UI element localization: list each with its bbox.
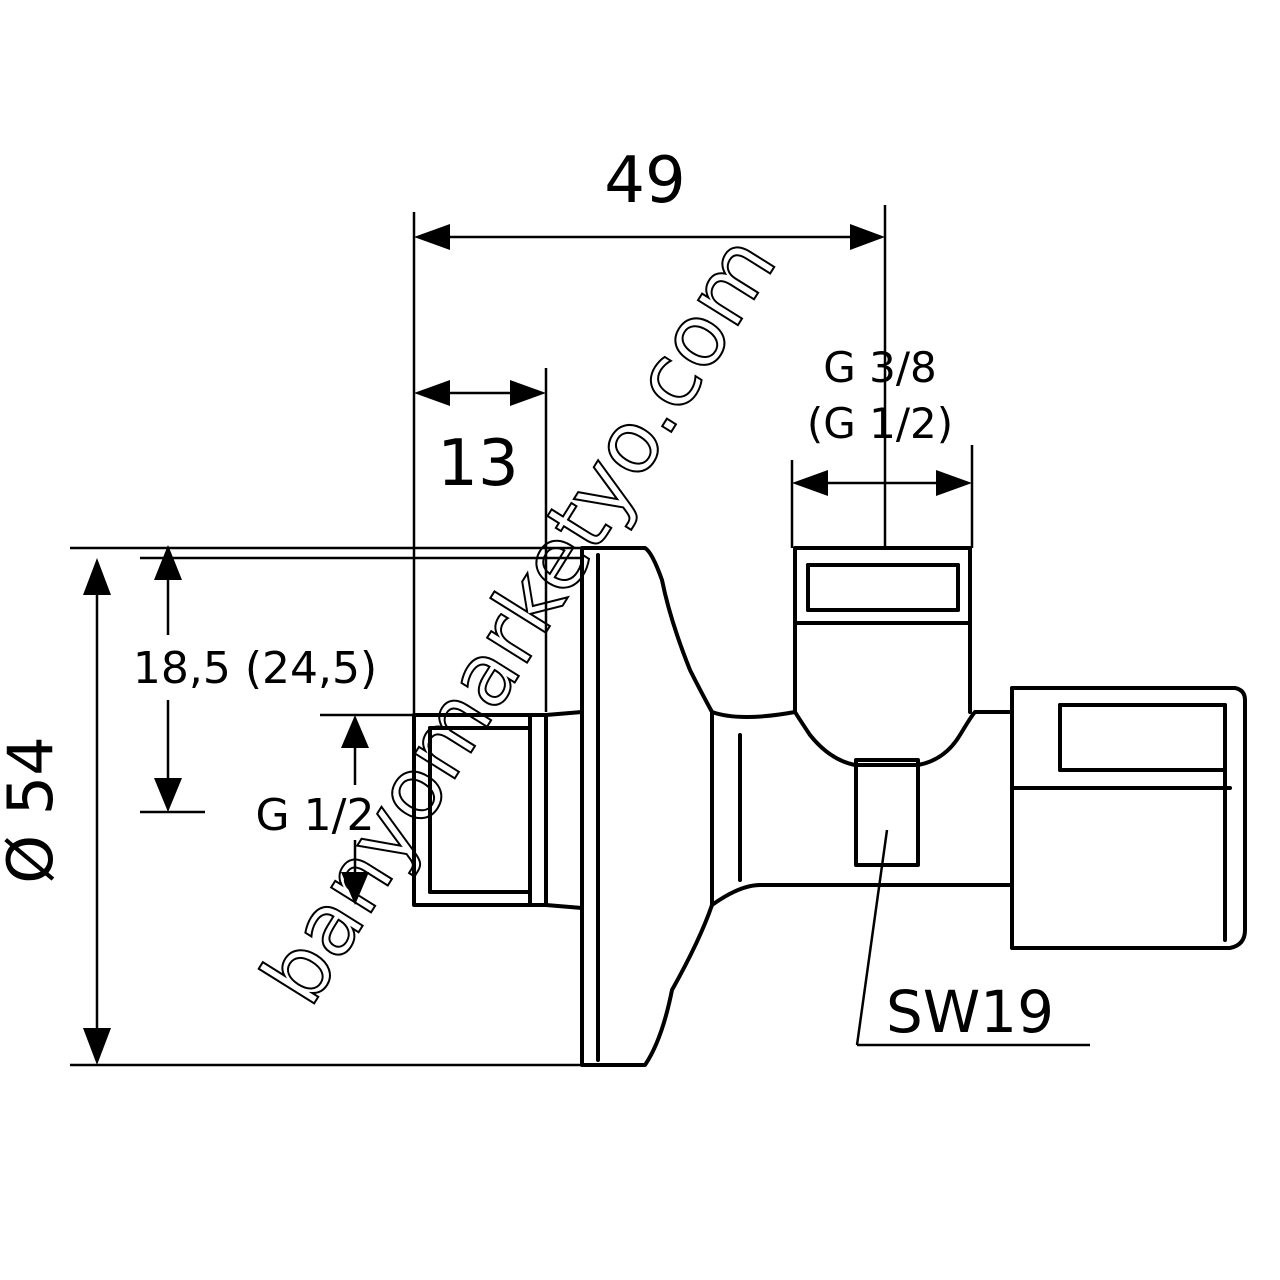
rosette bbox=[580, 546, 714, 1067]
dimension-13 bbox=[414, 380, 546, 406]
outlet-thread bbox=[793, 546, 972, 714]
label-outlet-thread: G 3/8 bbox=[823, 343, 937, 392]
label-wrench-size: SW19 bbox=[886, 978, 1054, 1046]
inlet-thread bbox=[412, 710, 584, 910]
valve-body bbox=[710, 623, 1014, 907]
label-inlet-length: 13 bbox=[437, 427, 518, 501]
dimension-inlet bbox=[341, 715, 369, 905]
label-inlet-thread: G 1/2 bbox=[256, 790, 375, 841]
dimension-49 bbox=[414, 224, 885, 250]
label-rosette-diameter: Ø 54 bbox=[0, 736, 67, 883]
wrench-leader bbox=[855, 829, 1090, 1047]
label-depth: 18,5 (24,5) bbox=[133, 643, 377, 694]
label-outlet-thread-alt: (G 1/2) bbox=[807, 399, 953, 448]
label-overall-length: 49 bbox=[604, 144, 685, 218]
dimension-outlet bbox=[792, 470, 972, 496]
dimension-depth bbox=[154, 545, 182, 812]
valve-cap bbox=[1010, 686, 1247, 950]
dimension-diameter bbox=[83, 558, 111, 1065]
